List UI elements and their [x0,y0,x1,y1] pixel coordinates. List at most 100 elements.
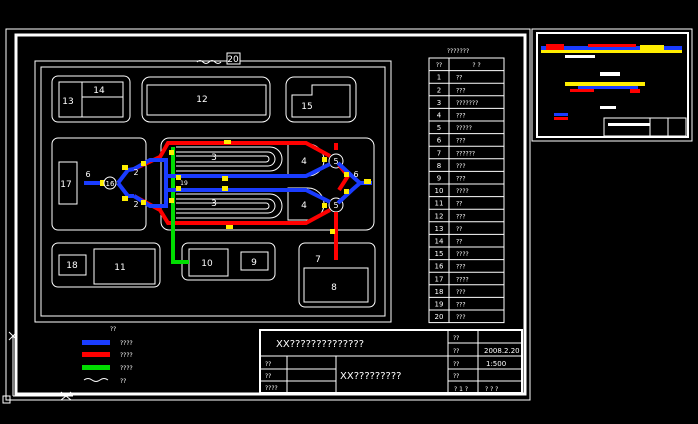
table-cell-name: ??? [456,175,466,182]
label-4b: 4 [301,201,307,211]
table-cell-no: 20 [435,313,444,321]
table-header-name: ? ? [472,62,480,69]
legend-swatch-blue [82,340,110,345]
tb-r3-left: ?? [265,361,271,368]
label-6b: 6 [353,170,358,179]
thumbnail-preview [531,28,693,142]
legend-swatch-red [82,352,110,357]
table-cell-no: 10 [435,187,444,195]
scale-box [226,52,241,65]
label-16: 16 [106,180,115,188]
label-9: 9 [251,258,257,268]
table-cell-no: 9 [437,174,441,182]
label-4a: 4 [301,157,307,167]
label-5b: 5 [333,201,338,210]
tank-3-lower [176,193,283,219]
pipe-legend-title: ?? [110,326,116,333]
table-cell-no: 7 [437,149,441,157]
table-cell-name: ??? [456,138,466,145]
table-cell-no: 14 [435,237,444,245]
table-cell-name: ?? [456,201,462,208]
table-cell-name: ?????? [456,150,475,157]
legend-swatch-wave [83,378,109,382]
table-cell-name: ??? [456,314,466,321]
table-cell-name: ?? [456,238,462,245]
tb-sheet: ? 1 ? [454,386,468,393]
table-cell-no: 4 [437,111,442,119]
bldg-14-outline [81,81,124,98]
legend-label-green: ???? [120,365,133,372]
legend-label-wave: ?? [120,378,126,385]
label-7: 7 [315,255,321,265]
tb-r4-label: ?? [453,373,459,380]
tb-r1-label: ?? [453,335,459,342]
table-cell-name: ??? [456,112,466,119]
table-cell-name: ??? [456,264,466,271]
table-cell-no: 13 [435,225,444,233]
site-boundary-inner [40,66,386,317]
block-17 [51,137,147,231]
block-13-14 [51,75,131,123]
table-cell-name: ??? [456,163,466,170]
tb-r2-label: ?? [453,348,459,355]
label-5a: 5 [333,157,338,166]
table-cell-name: ????? [456,125,472,132]
tb-r4-left: ?? [265,373,271,380]
bldg-8-outline [303,267,369,303]
bldg-9-outline [240,251,269,271]
table-cell-no: 2 [437,86,441,94]
table-cell-no: 12 [435,212,444,220]
table-cell-name: ?? [456,226,462,233]
project-name: XX????????? [340,371,401,382]
label-6a: 6 [85,170,90,179]
table-cell-name: ??? [456,289,466,296]
fence-wave-symbol [196,60,222,64]
tb-scale: 1:500 [486,360,506,368]
table-cell-no: 8 [437,162,441,170]
block-process [160,137,375,231]
table-cell-no: 19 [435,300,444,308]
label-17: 17 [60,180,71,190]
legend-label-blue: ???? [120,340,133,347]
bldg-17-outline [58,161,78,205]
label-18: 18 [66,261,78,271]
scale-label: 20 [227,55,239,65]
sheet-outer-frame [5,28,531,401]
label-2b: 2 [133,200,138,209]
table-cell-name: ???? [456,276,469,283]
company-name: XX?????????????? [276,339,364,350]
block-12 [141,76,271,123]
label-2a: 2 [133,168,138,177]
table-title: ??????? [447,48,469,55]
table-cell-name: ???? [456,188,469,195]
label-8: 8 [331,283,337,293]
tb-r5-left: ???? [265,385,278,392]
label-13: 13 [62,97,73,107]
title-block [259,329,523,394]
pump-16-symbol [103,176,117,190]
table-cell-no: 3 [437,99,441,107]
label-10: 10 [201,259,213,269]
table-cell-no: 11 [435,200,444,208]
table-cell-no: 6 [437,137,442,145]
table-cell-name: ?? [456,75,462,82]
ucs-icon [2,331,73,404]
legend-label-red: ???? [120,352,133,359]
bldg-12-outline [146,84,267,116]
label-11: 11 [114,263,125,273]
table-cell-no: 15 [435,250,444,258]
clarifier-5-upper [328,153,344,169]
block-15 [285,76,357,123]
blue-pipes [84,158,372,208]
component-table: ??? ?1??2???3???????4???5?????6???7?????… [428,57,505,324]
label-15: 15 [301,102,312,112]
table-cell-name: ??????? [456,100,478,107]
label-3b: 3 [211,199,217,209]
table-cell-no: 17 [435,275,444,283]
table-cell-name: ??? [456,301,466,308]
label-19: 19 [180,180,188,187]
tank-3-upper [176,146,283,172]
table-cell-no: 18 [435,288,444,296]
bldg-11-outline [93,248,156,285]
